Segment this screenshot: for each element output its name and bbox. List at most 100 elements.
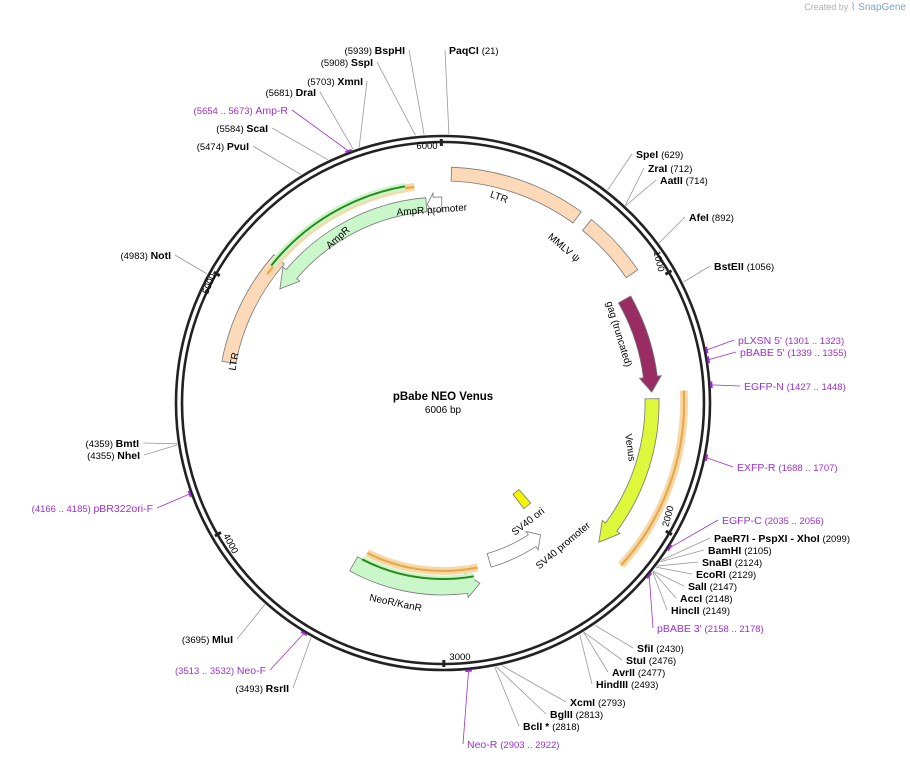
pos: (2793) <box>598 698 625 709</box>
orf-line-0 <box>620 390 686 567</box>
site-drai[interactable]: (5681) DraI <box>265 87 316 99</box>
site-bcli[interactable]: BclI * (2818) <box>523 721 580 733</box>
name: EcoRI <box>696 569 729 581</box>
name: NotI <box>151 250 171 262</box>
pos: (5939) <box>345 46 375 57</box>
site-paer7i-pspxi-xhoi[interactable]: PaeR7I - PspXI - XhoI (2099) <box>714 533 850 545</box>
site-bsteii[interactable]: BstEII (1056) <box>714 261 774 273</box>
site-noti[interactable]: (4983) NotI <box>120 250 171 262</box>
site-xmni[interactable]: (5703) XmnI <box>307 76 363 88</box>
site-spei[interactable]: SpeI (629) <box>636 149 683 161</box>
name: AccI <box>680 593 705 605</box>
name: PvuI <box>227 141 249 153</box>
feature-mmlv-1[interactable] <box>582 218 639 279</box>
feature-ampr-8[interactable] <box>279 197 428 290</box>
name: SfiI <box>637 643 656 655</box>
name: HindIII <box>596 679 631 691</box>
feature-ltr-7[interactable] <box>221 254 285 365</box>
feature-gag-truncated-2[interactable] <box>617 295 663 393</box>
site-acci[interactable]: AccI (2148) <box>680 593 733 605</box>
feature-label-sv40-promoter: SV40 promoter <box>534 520 593 572</box>
site-leader-1 <box>408 49 425 135</box>
site-leader-14 <box>625 179 657 206</box>
site-sspi[interactable]: (5908) SspI <box>321 57 373 69</box>
site-leader-29 <box>495 666 547 715</box>
site-leader-2 <box>376 61 416 136</box>
orf-line-1 <box>366 552 478 573</box>
primer-leader-9 <box>156 493 190 509</box>
site-leader-7 <box>174 254 208 275</box>
site-paqci[interactable]: PaqCI (21) <box>449 45 499 57</box>
site-xcmi[interactable]: XcmI (2793) <box>570 697 625 709</box>
name: pBR322ori-F <box>93 503 153 515</box>
primer-pbabe-5[interactable]: pBABE 5' (1339 .. 1355) <box>740 347 847 359</box>
primer-neo-f[interactable]: (3513 .. 3532) Neo-F <box>175 665 266 677</box>
primer-pbr322ori-f[interactable]: (4166 .. 4185) pBR322ori-F <box>32 503 153 515</box>
site-layer: PaqCI (21) (5939) BspHI(5908) SspI (5703) … <box>32 45 850 751</box>
name: AvrII <box>612 667 638 679</box>
site-hincii[interactable]: HincII (2149) <box>671 605 730 617</box>
site-afei[interactable]: AfeI (892) <box>689 212 734 224</box>
feature-venus-3[interactable] <box>598 398 660 543</box>
site-ecori[interactable]: EcoRI (2129) <box>696 569 756 581</box>
feature-sv40-promoter-5[interactable] <box>486 530 542 568</box>
pos: (1301 .. 1323) <box>785 336 844 347</box>
pos: (3695) <box>182 635 212 646</box>
primer-pbabe-3[interactable]: pBABE 3' (2158 .. 2178) <box>657 623 764 635</box>
pos: (629) <box>661 150 683 161</box>
feature-ltr-0[interactable] <box>450 166 582 224</box>
site-bglii[interactable]: BglII (2813) <box>550 709 603 721</box>
pos: (3493) <box>236 684 266 695</box>
site-snabi[interactable]: SnaBI (2124) <box>702 557 762 569</box>
site-rsrii[interactable]: (3493) RsrII <box>236 683 290 695</box>
feature-ampr-promoter-9[interactable] <box>426 191 443 217</box>
pos: (5908) <box>321 58 351 69</box>
site-pvui[interactable]: (5474) PvuI <box>197 141 249 153</box>
name: ZraI <box>648 163 670 175</box>
site-zrai[interactable]: ZraI (712) <box>648 163 692 175</box>
feature-sv40-ori-4[interactable] <box>512 488 532 510</box>
primer-egfp-c[interactable]: EGFP-C (2035 .. 2056) <box>722 515 824 527</box>
pos: (5474) <box>197 142 227 153</box>
site-leader-25 <box>583 631 623 661</box>
plasmid-length: 6006 bp <box>425 405 462 416</box>
name: BspHI <box>375 45 405 57</box>
site-leader-0 <box>444 49 450 135</box>
pos: (2035 .. 2056) <box>765 516 824 527</box>
site-bamhi[interactable]: BamHI (2105) <box>708 545 772 557</box>
pos: (5703) <box>307 77 337 88</box>
pos: (1339 .. 1355) <box>788 348 847 359</box>
name: EGFP-N <box>744 381 787 393</box>
name: Neo-R <box>467 739 500 751</box>
site-stui[interactable]: StuI (2476) <box>626 655 676 667</box>
pos: (2148) <box>705 594 732 605</box>
site-aatii[interactable]: AatII (714) <box>660 175 708 187</box>
site-sali[interactable]: SalI (2147) <box>688 581 737 593</box>
site-bsphi[interactable]: (5939) BspHI <box>345 45 406 57</box>
site-mlui[interactable]: (3695) MluI <box>182 634 233 646</box>
pos: (892) <box>712 213 734 224</box>
site-sfii[interactable]: SfiI (2430) <box>637 643 684 655</box>
primer-mark-2 <box>706 356 711 364</box>
primer-neo-r[interactable]: Neo-R (2903 .. 2922) <box>467 739 559 751</box>
primer-egfp-n[interactable]: EGFP-N (1427 .. 1448) <box>744 381 846 393</box>
name: DraI <box>296 87 317 99</box>
primer-amp-r[interactable]: (5654 .. 5673) Amp-R <box>194 105 289 117</box>
site-avrii[interactable]: AvrII (2477) <box>612 667 665 679</box>
primer-leader-2 <box>708 351 737 361</box>
site-nhei[interactable]: (4355) NheI <box>87 450 140 462</box>
tick-mark-4000 <box>214 531 222 538</box>
site-hindiii[interactable]: HindIII (2493) <box>596 679 658 691</box>
pos: (1688 .. 1707) <box>778 463 837 474</box>
feature-label-ampr-promoter: AmpR promoter <box>396 203 468 219</box>
pos: (1427 .. 1448) <box>787 382 846 393</box>
site-scai[interactable]: (5584) ScaI <box>216 123 268 135</box>
pos: (3513 .. 3532) <box>175 666 237 677</box>
primer-plxsn-5[interactable]: pLXSN 5' (1301 .. 1323) <box>738 335 844 347</box>
primer-exfp-r[interactable]: EXFP-R (1688 .. 1707) <box>737 462 838 474</box>
pos: (4355) <box>87 451 117 462</box>
primer-mark-5 <box>666 544 673 552</box>
pos: (4166 .. 4185) <box>32 504 94 515</box>
site-bmti[interactable]: (4359) BmtI <box>86 438 140 450</box>
